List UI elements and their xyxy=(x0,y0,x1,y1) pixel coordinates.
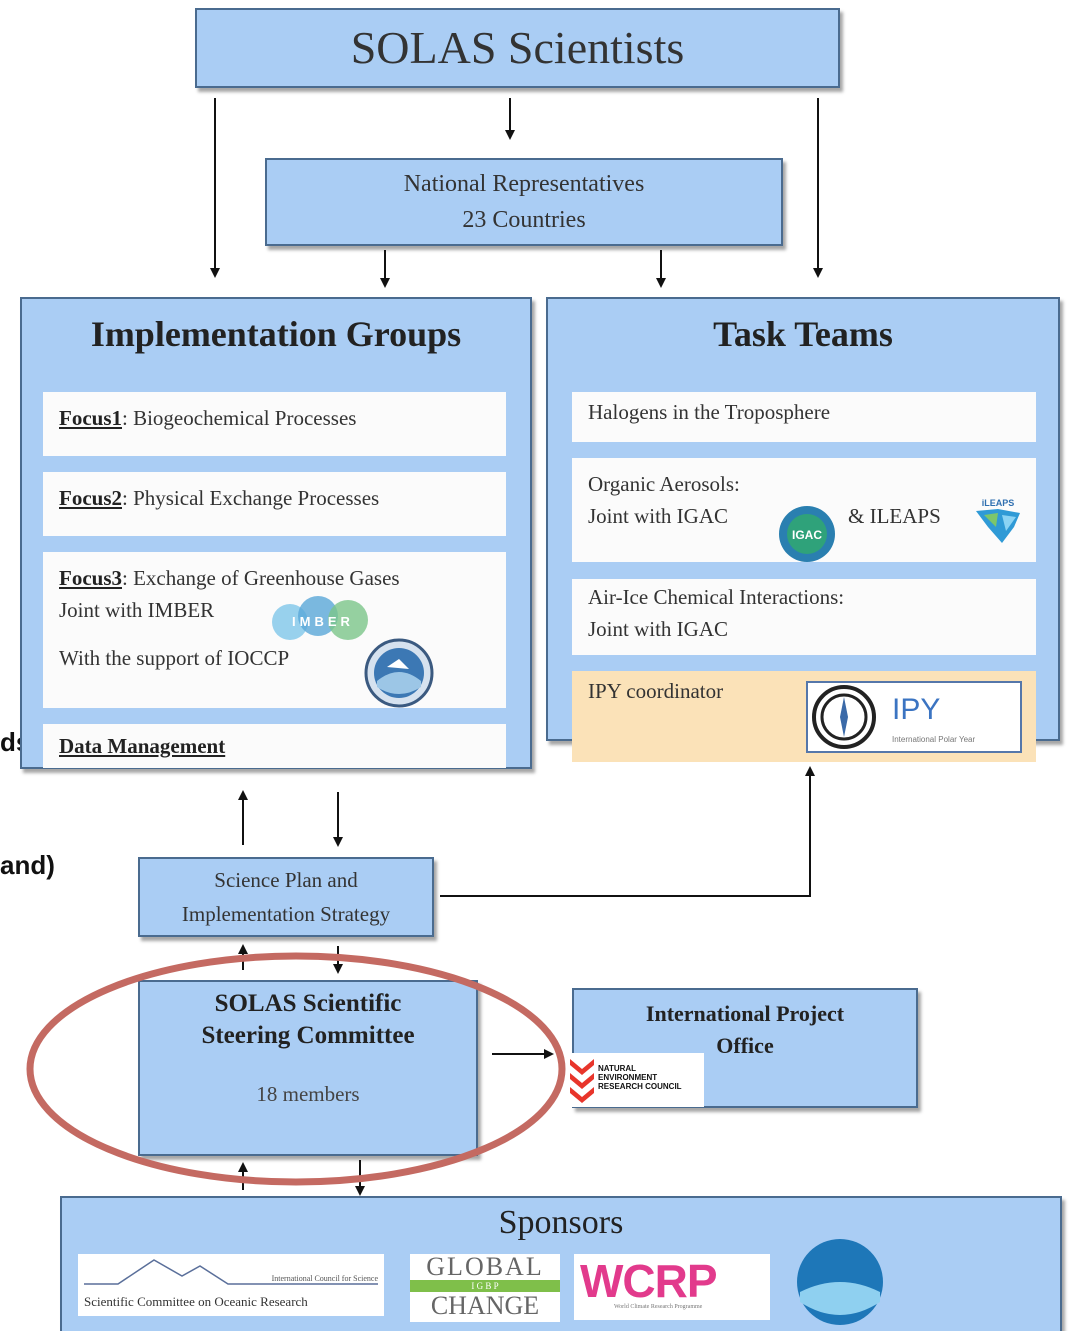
ipo-line1: International Project xyxy=(645,1001,845,1026)
focus1-text: : Biogeochemical Processes xyxy=(122,406,357,430)
focus2-panel: Focus2: Physical Exchange Processes xyxy=(43,472,506,536)
data-management-label: Data Management xyxy=(59,734,226,758)
wcrp-text: WCRP xyxy=(580,1255,718,1307)
halogens-text: Halogens in the Troposphere xyxy=(588,400,831,424)
airice-line1: Air-Ice Chemical Interactions: xyxy=(588,585,845,609)
wcrp-logo: WCRP World Climate Research Programme xyxy=(574,1254,770,1320)
solas-scientists-box: SOLAS Scientists xyxy=(195,8,840,88)
ileaps-logo: iLEAPS xyxy=(976,498,1020,543)
nerc-emblem-icon xyxy=(570,1059,594,1103)
icsu-text: International Council for Science xyxy=(271,1274,378,1283)
ioccp-logo xyxy=(364,638,434,708)
airice-line2: Joint with IGAC xyxy=(588,617,729,641)
imber-logo-text: IMBER xyxy=(292,614,354,629)
ssc-members: 18 members xyxy=(256,1082,360,1106)
nerc-line3: RESEARCH COUNCIL xyxy=(598,1082,682,1091)
igac-logo-text: IGAC xyxy=(792,528,822,542)
ipy-logo: IPY International Polar Year xyxy=(806,681,1022,753)
steering-committee-box: SOLAS Scientific Steering Committee 18 m… xyxy=(138,980,478,1156)
wcrp-subtext: World Climate Research Programme xyxy=(614,1304,703,1310)
focus2-label: Focus2 xyxy=(59,486,122,510)
ipy-coordinator-text: IPY coordinator xyxy=(588,679,724,703)
global-change-line1: GLOBAL xyxy=(426,1252,544,1281)
ipo-line2: Office xyxy=(716,1033,774,1058)
science-line2: Implementation Strategy xyxy=(181,902,391,926)
sponsors-title: Sponsors xyxy=(498,1204,624,1241)
imber-logo: IMBER xyxy=(272,596,368,640)
ssc-line2: Steering Committee xyxy=(201,1022,415,1049)
ssc-line1: SOLAS Scientific xyxy=(214,990,402,1017)
national-line1: National Representatives xyxy=(403,171,645,197)
organic-and: & ILEAPS xyxy=(848,504,941,528)
national-line2: 23 Countries xyxy=(462,207,586,233)
task-teams-title: Task Teams xyxy=(713,314,893,354)
highlight-ellipse xyxy=(26,952,566,1186)
scor-text: Scientific Committee on Oceanic Research xyxy=(84,1294,308,1309)
air-ice-panel: Air-Ice Chemical Interactions: Joint wit… xyxy=(572,579,1036,655)
focus3-joint: Joint with IMBER xyxy=(59,598,215,622)
ipy-emblem-icon xyxy=(812,685,876,749)
organic-line2: Joint with IGAC xyxy=(588,504,729,528)
global-change-line3: CHANGE xyxy=(430,1291,540,1320)
nerc-line2: ENVIRONMENT xyxy=(598,1073,658,1082)
wave-icon xyxy=(84,1259,378,1285)
focus1-label: Focus1 xyxy=(59,406,122,430)
data-management-panel: Data Management xyxy=(43,724,506,768)
science-line1: Science Plan and xyxy=(214,868,358,892)
implementation-groups-title: Implementation Groups xyxy=(90,314,462,354)
focus1-panel: Focus1: Biogeochemical Processes xyxy=(43,392,506,456)
halogens-panel: Halogens in the Troposphere xyxy=(572,392,1036,442)
focus2-text: : Physical Exchange Processes xyxy=(122,486,380,510)
global-change-logo: GLOBAL I G B P CHANGE xyxy=(410,1254,560,1322)
organic-line1: Organic Aerosols: xyxy=(588,472,740,496)
igac-logo: IGAC xyxy=(779,506,835,562)
global-change-line2: I G B P xyxy=(410,1280,560,1292)
icacgp-logo xyxy=(797,1239,883,1325)
focus3-support: With the support of IOCCP xyxy=(59,646,290,670)
solas-scientists-title: SOLAS Scientists xyxy=(350,22,685,73)
focus3-text: : Exchange of Greenhouse Gases xyxy=(122,566,400,590)
national-representatives-box: National Representatives 23 Countries xyxy=(265,158,783,246)
scor-logo: International Council for Science Scient… xyxy=(78,1254,384,1316)
ipy-logo-text: IPY xyxy=(892,693,941,726)
ipy-logo-subtext: International Polar Year xyxy=(892,735,976,744)
focus3-label: Focus3 xyxy=(59,566,122,590)
nerc-line1: NATURAL xyxy=(598,1064,637,1073)
arrow-science-task xyxy=(440,766,815,897)
science-plan-box: Science Plan and Implementation Strategy xyxy=(138,857,434,937)
nerc-logo: NATURAL ENVIRONMENT RESEARCH COUNCIL xyxy=(566,1053,704,1107)
ileaps-logo-text: iLEAPS xyxy=(982,498,1015,508)
cutoff-text-2: and) xyxy=(0,850,55,880)
